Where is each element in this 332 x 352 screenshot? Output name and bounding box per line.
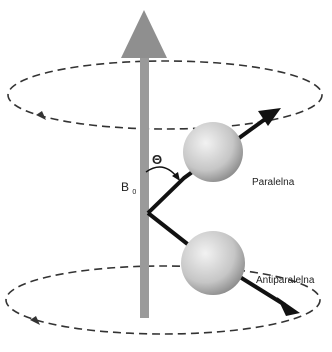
antiparallel-label: Antiparalelna bbox=[256, 275, 315, 286]
angle-label: Θ bbox=[152, 152, 162, 167]
parallel-label: Paralelna bbox=[252, 177, 295, 188]
particle-sphere-parallel bbox=[183, 122, 243, 182]
field-label-main: B bbox=[121, 180, 129, 194]
spin-vector-lower-arrowhead bbox=[277, 297, 300, 316]
field-axis-arrowhead bbox=[121, 10, 167, 58]
particle-sphere-antiparallel bbox=[181, 231, 245, 295]
field-label: B 0 bbox=[121, 180, 136, 196]
field-label-subscript: 0 bbox=[132, 189, 136, 196]
angle-arc bbox=[146, 167, 180, 181]
upper-precession-orbit bbox=[8, 61, 322, 129]
field-axis-shaft bbox=[140, 56, 149, 318]
orbit-direction-arrow-upper bbox=[36, 111, 46, 120]
